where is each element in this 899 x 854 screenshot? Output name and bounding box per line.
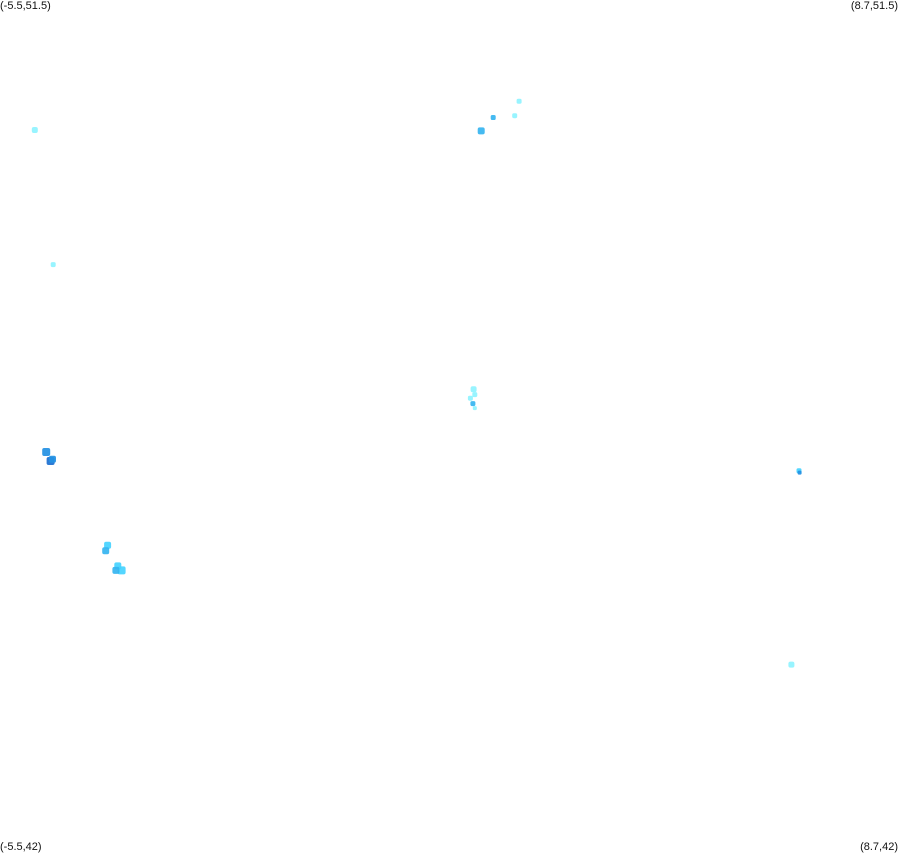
corner-label-bottom-right: (8.7,42): [860, 841, 898, 853]
corner-label-top-left: (-5.5,51.5): [0, 0, 51, 12]
map-point: [117, 566, 126, 575]
map-point: [470, 386, 477, 393]
map-point: [49, 455, 56, 463]
map-point: [516, 98, 522, 104]
map-point: [472, 392, 478, 398]
map-point: [50, 262, 56, 268]
corner-label-bottom-left: (-5.5,42): [0, 841, 42, 853]
map-point: [477, 127, 485, 135]
points-layer: [31, 98, 802, 668]
map-point: [104, 541, 112, 549]
map-point: [42, 448, 51, 456]
map-point: [512, 113, 518, 119]
map-point: [797, 470, 802, 475]
map-point: [472, 406, 477, 411]
map-point: [490, 115, 496, 120]
corner-label-top-right: (8.7,51.5): [850, 0, 898, 12]
map-point: [788, 661, 795, 668]
map-point: [467, 395, 473, 401]
map-point: [31, 127, 38, 133]
map-point: [112, 566, 120, 574]
map-point: [102, 547, 110, 555]
map-point: [470, 401, 476, 407]
